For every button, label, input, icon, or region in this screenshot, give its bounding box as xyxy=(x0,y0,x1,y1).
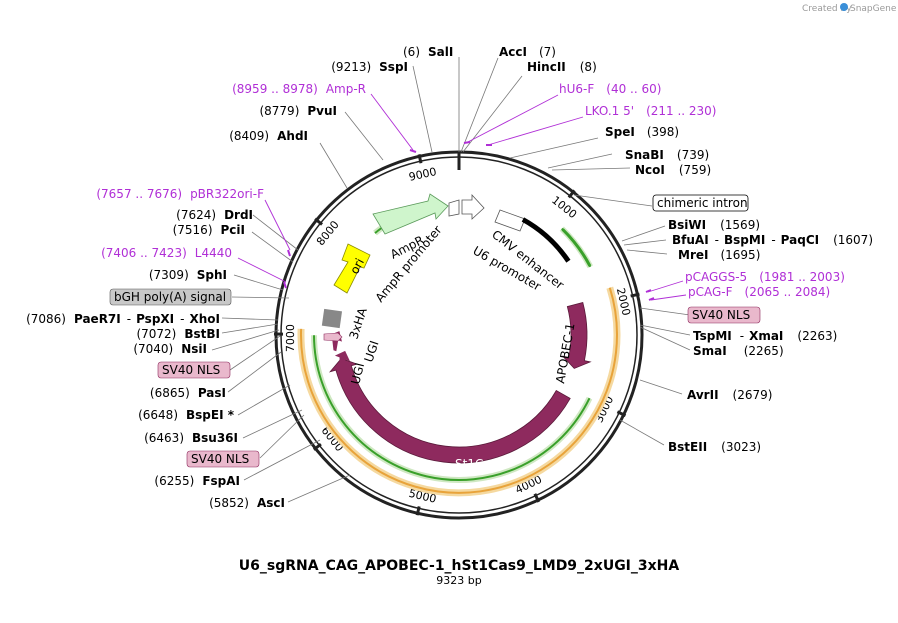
site-spei: SpeI(398) xyxy=(605,125,679,139)
st1cas9-label: St1Cas9 xyxy=(455,457,505,471)
primer-pbr: (7657 .. 7676)pBR322ori-F xyxy=(96,187,264,201)
site-bsteii: BstEII(3023) xyxy=(668,440,761,454)
ori-feature[interactable] xyxy=(333,243,371,294)
orange-track xyxy=(300,287,618,494)
brand-text: SnapGene xyxy=(850,4,897,14)
credit-text: Created by xyxy=(802,4,852,14)
tick-9000 xyxy=(417,154,423,164)
right-sites: (6)SalI AccI(7) HincII(8) SpeI(398) SnaB… xyxy=(403,45,873,454)
bgh-polya-box[interactable]: bGH poly(A) signal xyxy=(109,288,232,306)
ampr-feature[interactable] xyxy=(372,193,449,235)
plasmid-length: 9323 bp xyxy=(436,574,481,587)
intron-arc xyxy=(561,228,592,267)
primer-pcagf: pCAG-F(2065 .. 2084) xyxy=(688,285,830,299)
sv40-nls-box-2[interactable]: SV40 NLS xyxy=(157,361,231,379)
site-sali: (6)SalI xyxy=(403,45,453,59)
tick-4000 xyxy=(533,493,541,503)
site-nsii: (7040)NsiI xyxy=(133,342,207,356)
site-ahdi: (8409)AhdI xyxy=(229,129,308,143)
primer-pcaggs: pCAGGS-5(1981 .. 2003) xyxy=(685,270,845,284)
bgh-polya-label: bGH poly(A) signal xyxy=(114,290,226,304)
ori-label: ori xyxy=(347,256,367,276)
chimeric-intron-label: chimeric intron xyxy=(657,196,748,210)
site-bstbi: (7072)BstBI xyxy=(136,327,220,341)
tick-8000 xyxy=(314,217,323,226)
cag-promoter-arc xyxy=(521,217,571,263)
u6-promoter-feature[interactable] xyxy=(461,193,485,220)
tag-3xha-box[interactable] xyxy=(321,308,343,329)
site-bfuai: BfuAI-BspMI-PaqCI(1607) xyxy=(672,233,873,247)
site-bspei: (6648)BspEI * xyxy=(138,408,235,422)
site-pvui: (8779)PvuI xyxy=(259,104,337,118)
primer-labels: (8959 .. 8978)Amp-R hU6-F(40 .. 60) LKO.… xyxy=(96,82,845,299)
sv40-nls-label-2: SV40 NLS xyxy=(162,363,220,377)
sv40-nls-label-1: SV40 NLS xyxy=(692,308,750,322)
site-bsu36i: (6463)Bsu36I xyxy=(144,431,238,445)
tick-label-9000: 9000 xyxy=(408,165,438,184)
primer-hu6f: hU6-F(40 .. 60) xyxy=(559,82,661,96)
plasmid-title: U6_sgRNA_CAG_APOBEC-1_hSt1Cas9_LMD9_2xUG… xyxy=(239,558,680,574)
site-pasi: (6865)PasI xyxy=(150,386,226,400)
tick-label-1000: 1000 xyxy=(549,194,579,222)
primer-lko: LKO.1 5'(211 .. 230) xyxy=(585,104,717,118)
site-mrei: MreI(1695) xyxy=(678,248,760,262)
tick-label-7000: 7000 xyxy=(284,324,297,352)
ugi-label-1: UGI xyxy=(348,361,367,385)
site-sphi: (7309)SphI xyxy=(149,268,227,282)
tick-5000 xyxy=(415,506,421,516)
st1cas9-feature[interactable] xyxy=(328,358,571,464)
tick-1000 xyxy=(567,189,576,199)
site-asci: (5852)AscI xyxy=(209,496,285,510)
chimeric-intron-box[interactable]: chimeric intron xyxy=(652,194,749,212)
tag-label: 3xHA xyxy=(347,305,370,340)
site-hincii: HincII(8) xyxy=(527,60,597,74)
tick-label-2000: 2000 xyxy=(614,287,633,317)
tick-6000 xyxy=(312,442,322,451)
site-tspmi: TspMI-XmaI(2263) xyxy=(693,329,837,343)
leader-lines xyxy=(211,57,691,503)
ampr-promoter-label: AmpR promoter xyxy=(373,223,445,305)
site-drdi: (7624)DrdI xyxy=(176,208,253,222)
left-sites: (9213)SspI (8779)PvuI (8409)AhdI (7624)D… xyxy=(26,60,408,510)
site-smai: SmaI(2265) xyxy=(693,344,784,358)
cmv-enhancer-feature[interactable] xyxy=(494,209,526,232)
nls-small-arrow xyxy=(323,332,343,342)
site-pcii: (7516)PciI xyxy=(173,223,245,237)
sv40-nls-box-3[interactable]: SV40 NLS xyxy=(186,450,260,468)
primer-ampr-r: (8959 .. 8978)Amp-R xyxy=(232,82,366,96)
ugi-arrow-1[interactable] xyxy=(330,348,353,374)
site-paer7i: (7086)PaeR7I-PspXI-XhoI xyxy=(26,312,220,326)
tick-2000 xyxy=(630,292,640,298)
site-snabi: SnaBI(739) xyxy=(625,148,709,162)
ugi-label-2: UGI xyxy=(362,339,382,364)
primer-lines xyxy=(237,93,687,301)
apobec1-feature[interactable] xyxy=(561,302,592,369)
site-avrii: AvrII(2679) xyxy=(687,388,772,402)
green-track xyxy=(313,335,591,481)
site-bsiwi: BsiWI(1569) xyxy=(668,218,760,232)
sv40-nls-label-3: SV40 NLS xyxy=(191,452,249,466)
tick-3000 xyxy=(616,410,627,417)
sv40-nls-box-1[interactable]: SV40 NLS xyxy=(687,306,761,324)
site-sspi: (9213)SspI xyxy=(331,60,408,74)
primer-l4440: (7406 .. 7423)L4440 xyxy=(101,246,232,260)
site-acci: AccI(7) xyxy=(499,45,556,59)
snapgene-logo xyxy=(840,3,848,11)
ampr-promoter-feature[interactable] xyxy=(448,199,460,217)
site-ncoi: NcoI(759) xyxy=(635,163,711,177)
site-fspai: (6255)FspAI xyxy=(154,474,240,488)
